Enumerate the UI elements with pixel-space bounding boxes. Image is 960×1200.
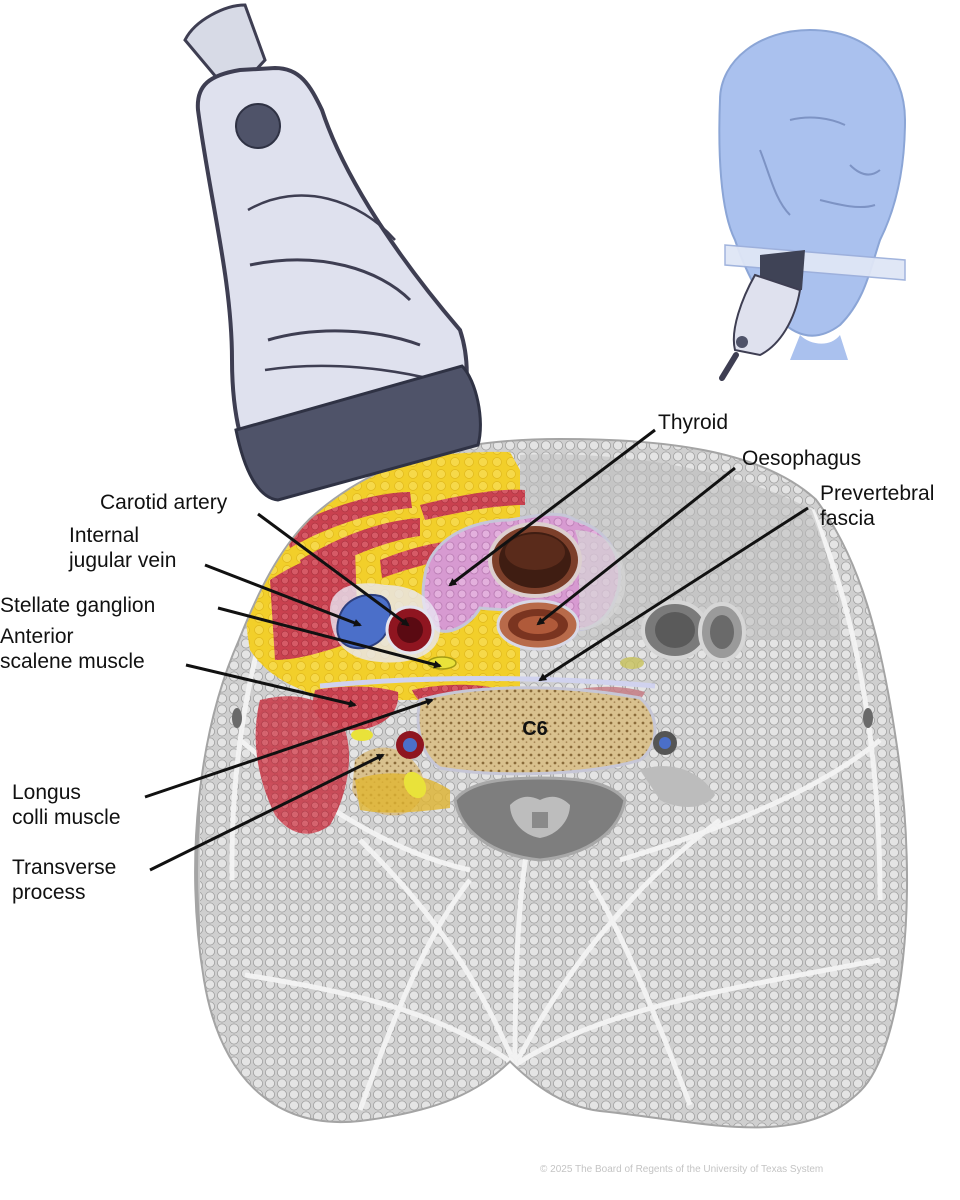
leader-stellate-ganglion (217, 606, 442, 669)
oesophagus (496, 599, 580, 651)
carotid-sheath (330, 583, 440, 663)
lateral-muscle-mass (255, 696, 350, 834)
scan-plane (724, 244, 906, 281)
label-longus-colli-muscle: Longus colli muscle (12, 781, 121, 829)
vertebral-body (416, 686, 657, 776)
leader-lines (144, 428, 809, 872)
label-stellate-ganglion: Stellate ganglion (0, 594, 156, 617)
label-anterior-scalene-muscle: Anterior scalene muscle (0, 625, 145, 673)
trachea (488, 522, 582, 598)
head-orientation-icon (718, 28, 907, 381)
leader-carotid-artery (257, 512, 410, 627)
spinal-canal (453, 776, 627, 862)
label-transverse-process: Transverse process (12, 856, 117, 904)
leader-oesophagus (536, 466, 736, 626)
label-prevertebral-fascia: Prevertebral fascia (820, 482, 935, 530)
leader-longus-colli (144, 698, 434, 799)
mini-probe (732, 273, 802, 357)
label-carotid-artery: Carotid artery (100, 491, 228, 514)
leader-transverse-process (149, 753, 385, 872)
leader-thyroid (448, 428, 656, 587)
label-oesophagus: Oesophagus (742, 447, 862, 470)
label-thyroid: Thyroid (658, 411, 729, 434)
label-internal-jugular-vein: Internal jugular vein (69, 524, 177, 572)
probe-button (235, 103, 281, 149)
leader-prevertebral-fascia (538, 506, 809, 682)
right-vessels (641, 600, 746, 662)
label-c6-vertebra: C6 (522, 718, 548, 740)
copyright-notice: © 2025 The Board of Regents of the Unive… (540, 1164, 824, 1175)
leader-anterior-scalene (185, 663, 357, 708)
leader-internal-jugular-vein (204, 563, 362, 627)
neck-cross-section (194, 437, 909, 1129)
strap-muscles (270, 489, 525, 660)
probe-footprint (234, 364, 482, 502)
prevertebral-fascia-line (319, 676, 656, 689)
ultrasound-probe-icon (183, 3, 482, 502)
